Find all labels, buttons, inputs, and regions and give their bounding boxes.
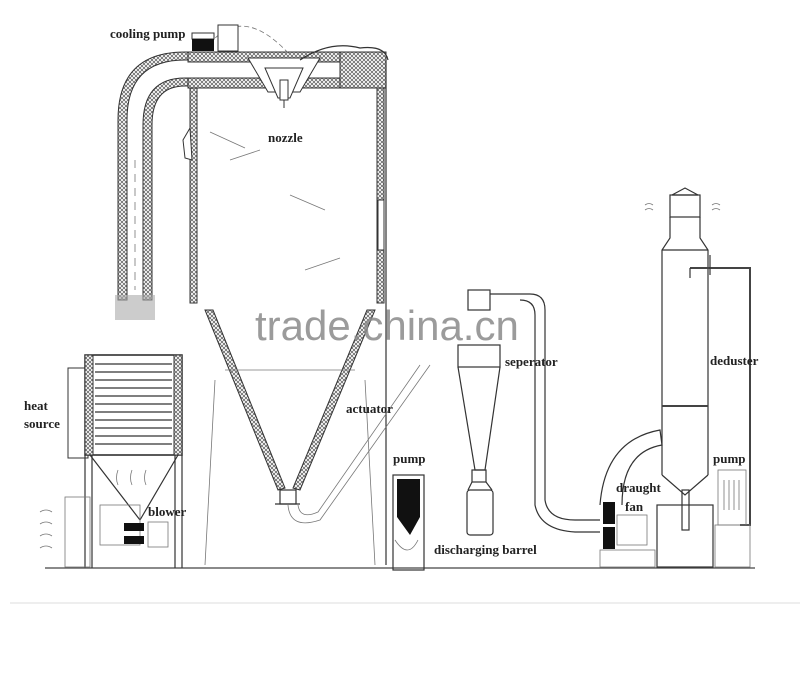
label-pump-left: pump [393,451,426,466]
watermark: trade.china.cn [255,302,519,349]
label-actuator: actuator [346,401,393,416]
label-deduster: deduster [710,353,759,368]
label-fan: fan [625,499,644,514]
label-nozzle: nozzle [268,130,303,145]
deduster-tower [644,187,751,568]
blower [39,496,169,568]
label-discharging-barrel: discharging barrel [434,542,537,557]
hot-air-duct [115,51,191,320]
label-draught: draught [616,480,661,495]
pump-left [392,474,425,571]
label-source: source [24,416,60,431]
label-heat: heat [24,398,49,413]
label-blower: blower [148,504,187,519]
cyclone-separator [457,289,600,536]
label-cooling-pump: cooling pump [110,26,186,41]
heat-source-unit [67,354,183,568]
label-pump-right: pump [713,451,746,466]
cooling-pump [191,24,239,52]
nozzle [204,25,389,108]
draught-fan [599,429,663,568]
pump-right [714,469,751,568]
label-seperator: seperator [505,354,558,369]
